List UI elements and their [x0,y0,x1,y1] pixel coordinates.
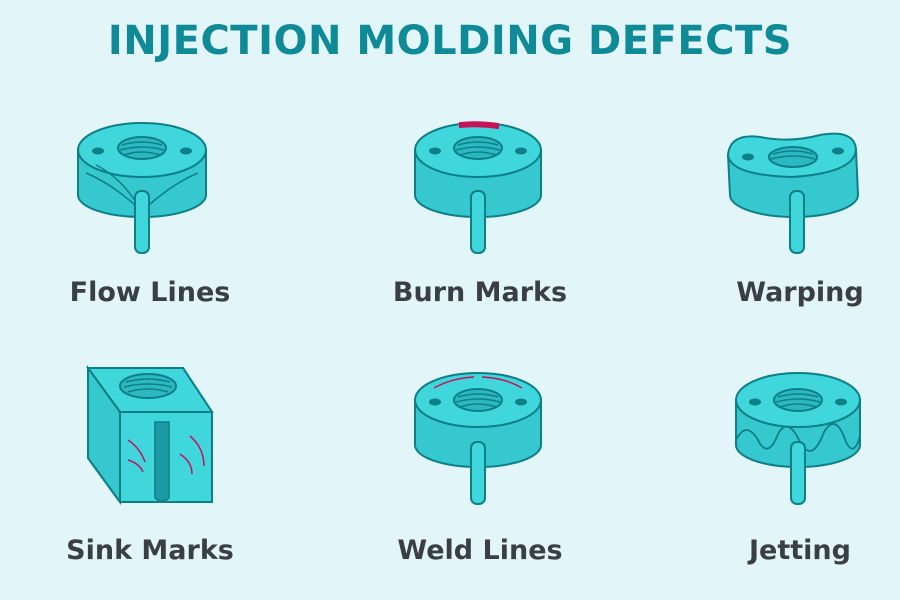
burn-marks-part-icon [414,121,542,254]
page-title: INJECTION MOLDING DEFECTS [107,18,793,64]
warping-part-icon [726,132,860,254]
defect-label: Flow Lines [69,277,231,308]
sink-marks-part-icon [86,364,214,506]
defect-label: Warping [736,277,864,308]
defect-weld-lines: Weld Lines [330,350,630,600]
defect-label: Sink Marks [66,535,234,566]
defect-label: Jetting [749,535,851,566]
defect-label: Weld Lines [397,535,563,566]
defect-jetting: Jetting [650,350,900,600]
defect-flow-lines: Flow Lines [0,95,300,345]
jetting-part-icon [735,372,861,505]
defect-label: Burn Marks [392,277,568,308]
flow-lines-part-icon [77,122,207,254]
weld-lines-part-icon [414,372,542,505]
defect-sink-marks: Sink Marks [0,350,300,600]
defect-warping: Warping [650,95,900,345]
defect-burn-marks: Burn Marks [330,95,630,345]
